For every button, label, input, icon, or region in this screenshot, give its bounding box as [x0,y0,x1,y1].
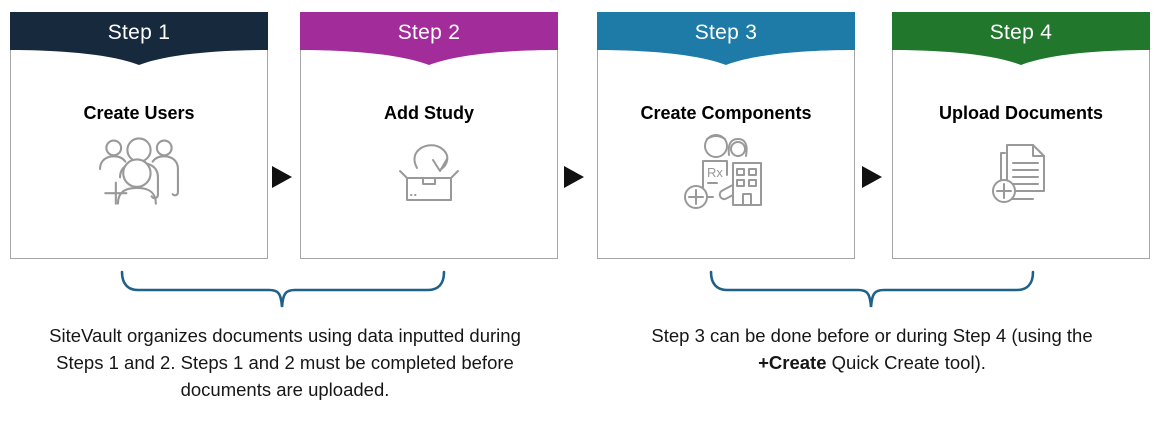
step-1-label: Step 1 [107,21,171,44]
group-add-icon [99,137,179,205]
step-4-title: Upload Documents [938,103,1103,123]
step-4-label: Step 4 [989,21,1053,44]
step-2-box: Step 2 Add Study [300,12,558,259]
step-3-label: Step 3 [694,21,758,44]
step-2-title: Add Study [384,103,474,123]
archive-arrow-icon [399,144,459,201]
note-steps-3-4: Step 3 can be done before or during Step… [637,322,1107,376]
curly-brace-steps-3-4 [709,270,1035,308]
note-right-create-keyword: +Create [758,352,827,373]
documents-add-icon [992,144,1045,203]
curly-brace-steps-1-2 [120,270,446,308]
step-2-label: Step 2 [397,21,461,44]
svg-text:Rx: Rx [707,165,723,180]
step-4-box: Step 4 Upload Documents [892,12,1150,259]
step-2-banner [300,12,558,65]
people-rx-building-add-icon: Rx [684,134,762,209]
step-3-title: Create Components [640,103,812,123]
step-1-title: Create Users [83,103,195,123]
step-1-banner [10,12,268,65]
step-3-box: Step 3 Create Components Rx [597,12,855,259]
step-1-box: Step 1 Create Users [10,12,268,259]
arrow-right-icon [564,166,584,188]
step-4-banner [892,12,1150,65]
note-right-text-end: Quick Create tool). [826,352,986,373]
step-3-banner [597,12,855,65]
note-right-text-start: Step 3 can be done before or during Step… [651,325,1093,346]
arrow-right-icon [862,166,882,188]
arrow-right-icon [272,166,292,188]
note-steps-1-2: SiteVault organizes documents using data… [49,325,521,400]
